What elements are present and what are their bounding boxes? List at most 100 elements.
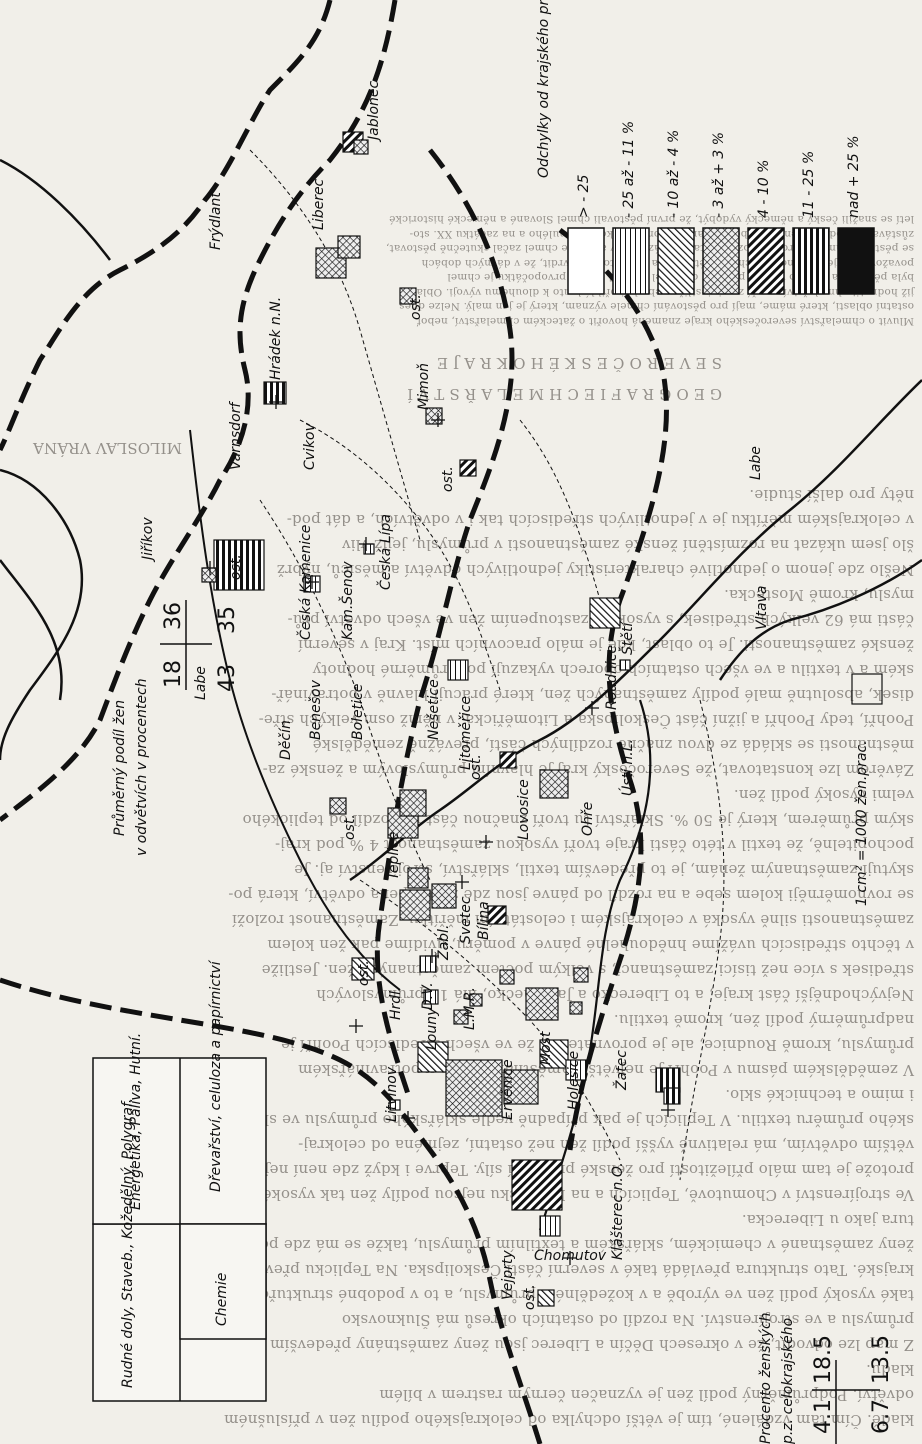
legend-average-value: 36 xyxy=(161,602,186,630)
town-label: Litvínov xyxy=(384,1066,400,1122)
industry-square xyxy=(201,567,217,583)
town-label: Žatec xyxy=(612,1050,630,1091)
river-vltava xyxy=(718,558,922,681)
industry-square xyxy=(423,989,439,1005)
town-label: Teplice xyxy=(386,832,402,880)
town-label: ost. xyxy=(342,814,358,840)
industry-square xyxy=(389,1099,401,1111)
legend-item-label: 4 - 10 % xyxy=(756,160,772,218)
legend-percent-value: 4.1 xyxy=(811,1399,836,1434)
industry-square xyxy=(539,769,569,799)
town-label: Holešice xyxy=(566,1051,582,1110)
industry-square xyxy=(487,905,507,925)
river-ohre xyxy=(538,699,652,1231)
industry-square xyxy=(503,1069,539,1105)
industry-square xyxy=(213,539,265,591)
legend-average-title: Průměrný podíl žen xyxy=(112,700,128,836)
legend-swatch xyxy=(792,227,830,295)
legend-swatch xyxy=(567,227,605,295)
industry-square xyxy=(663,1087,681,1105)
legend-item-label: - 3 až + 3 % xyxy=(711,132,727,218)
town-label: Kam.Šenov xyxy=(338,561,356,640)
town-label: ost. xyxy=(522,1284,538,1310)
industry-square xyxy=(447,659,469,681)
town-label: Benešov xyxy=(308,679,324,740)
river-labe xyxy=(349,379,922,882)
town-label: Lovosice xyxy=(516,779,532,840)
scale-label: 1 cm² = 1000 žen.prac. xyxy=(854,740,870,906)
town-label: Klášterec n.O. xyxy=(610,1162,626,1260)
town-label: ost. xyxy=(228,554,244,580)
town-label: Vejprty xyxy=(500,1250,516,1300)
cross-marker xyxy=(585,701,599,715)
town-label: Roudnice xyxy=(604,645,620,710)
legend-swatch xyxy=(612,227,650,295)
town-label: Vltava xyxy=(754,586,770,630)
district-line-d2 xyxy=(299,419,501,691)
cross-marker xyxy=(479,835,493,849)
town-label: ost. xyxy=(356,960,372,986)
town-label: Most xyxy=(538,1031,554,1065)
industry-square xyxy=(431,883,457,909)
district-line-d3 xyxy=(259,499,431,881)
cross-marker xyxy=(359,537,373,551)
town-label: Hrdl. xyxy=(388,986,404,1020)
cross-marker xyxy=(305,575,319,589)
cross-marker xyxy=(563,1251,577,1265)
town-label: Hrádek n.N. xyxy=(268,297,284,380)
legend-chemie: Chemie xyxy=(214,1273,230,1326)
town-label: Litoměřice xyxy=(458,696,474,770)
town-label: Boletice xyxy=(350,684,366,740)
district-line-d1 xyxy=(249,149,421,541)
town-label: Štětí xyxy=(618,621,636,655)
town-label: ost. xyxy=(408,294,424,320)
scale-square xyxy=(851,673,883,705)
town-label: Ervěnice xyxy=(500,1059,516,1120)
industry-square xyxy=(539,1039,569,1069)
industry-square xyxy=(525,987,559,1021)
legend-item-label: > - 25 xyxy=(576,174,592,218)
town-label: Bílina xyxy=(476,901,492,940)
state-border-nw xyxy=(0,158,111,261)
industry-square xyxy=(399,889,431,921)
industry-square xyxy=(573,967,589,983)
town-label: ost. xyxy=(468,754,484,780)
cross-marker xyxy=(455,875,469,889)
region-border-north xyxy=(0,0,333,452)
legend-energetika: Energetika, Paliva, Hutní. xyxy=(128,1033,144,1210)
legend-percent-title: Procento ženských xyxy=(758,1312,774,1444)
town-label: Labe xyxy=(748,446,764,480)
town-label: Jablonec xyxy=(366,80,382,143)
industry-square xyxy=(263,381,287,405)
state-border-inner xyxy=(0,559,63,701)
region-border-south xyxy=(0,977,543,1444)
industry-square xyxy=(537,1289,555,1307)
industry-square xyxy=(407,867,429,889)
town-label: Louny xyxy=(424,1007,440,1050)
industry-square xyxy=(589,597,621,629)
district-line-d5 xyxy=(679,699,725,1181)
legend-percent-value: 6.7 xyxy=(869,1399,894,1434)
cross-marker xyxy=(269,395,283,409)
legend-item-label: - 10 až - 4 % xyxy=(666,130,682,218)
cross-marker xyxy=(203,561,217,575)
industry-square xyxy=(399,287,417,305)
legend-percent-value: 13.5 xyxy=(869,1335,894,1384)
town-label: Žabl. xyxy=(434,925,452,961)
cross-marker xyxy=(401,1111,415,1125)
district-line-d6 xyxy=(359,879,621,1161)
legend-swatch xyxy=(747,227,785,295)
industry-square xyxy=(417,1041,449,1073)
town-label: Cvikov xyxy=(302,422,318,470)
industry-square xyxy=(419,955,437,973)
cross-marker xyxy=(431,413,445,427)
industry-square xyxy=(569,1001,583,1015)
industry-square xyxy=(445,1059,503,1117)
town-label: Česká Kamenice xyxy=(296,525,314,640)
town-label: ost. xyxy=(440,466,456,492)
legend-average-subtitle: v odvětvích v procentech xyxy=(134,678,150,856)
industry-square xyxy=(453,1009,469,1025)
industry-square xyxy=(469,993,483,1007)
river-labe-north xyxy=(189,429,401,991)
